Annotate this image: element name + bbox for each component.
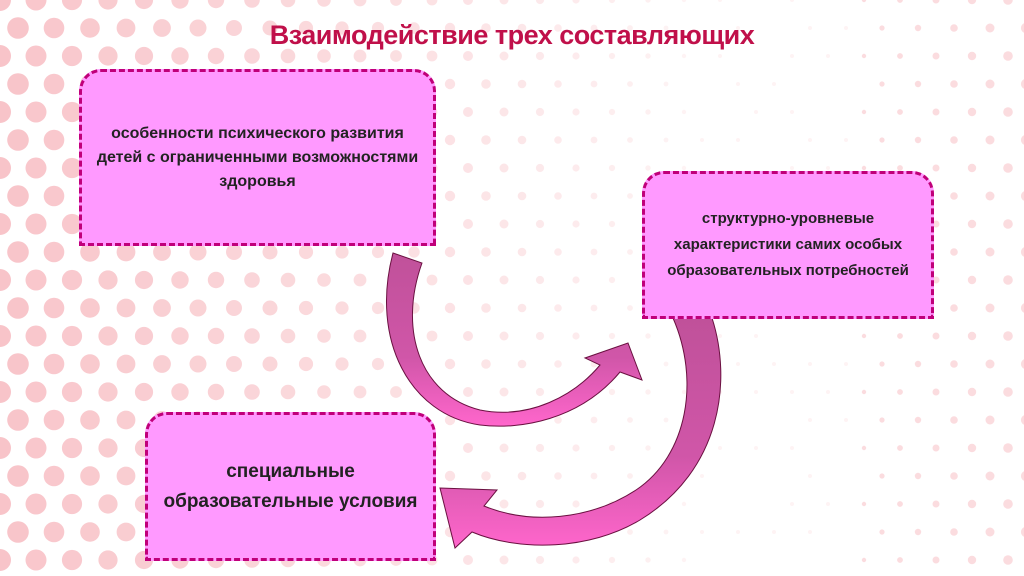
box-text: особенности психического развития детей … — [96, 122, 419, 194]
box-text: структурно-уровневые характеристики сами… — [655, 206, 921, 284]
box-psychological-development: особенности психического развития детей … — [79, 69, 436, 246]
curved-arrow-left — [440, 318, 721, 548]
box-educational-needs: структурно-уровневые характеристики сами… — [642, 171, 934, 319]
curved-arrow-right — [386, 253, 642, 426]
box-special-conditions: специальные образовательные условия — [145, 412, 436, 561]
box-text: специальные образовательные условия — [148, 457, 433, 517]
